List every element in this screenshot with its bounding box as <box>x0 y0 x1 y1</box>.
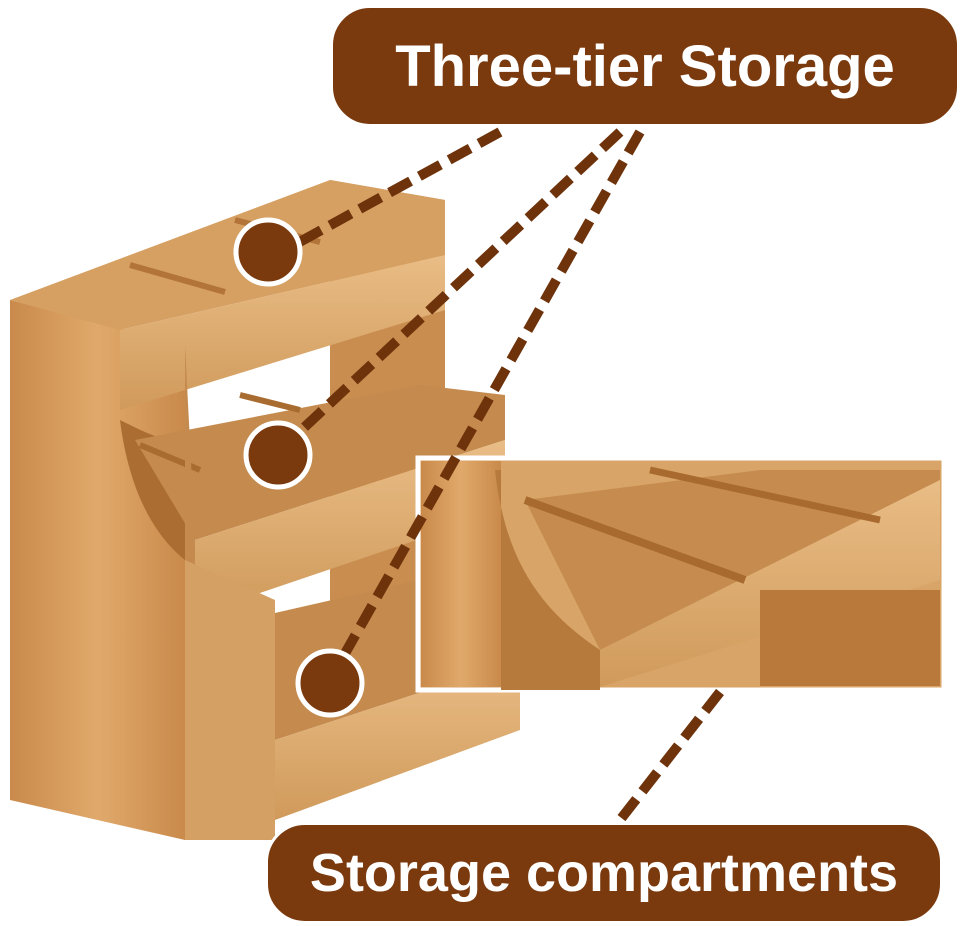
callout-bottom-label: Storage compartments <box>309 843 899 903</box>
callout-three-tier-storage: Three-tier Storage <box>330 5 960 127</box>
bamboo-organizer <box>10 180 520 840</box>
callout-connectors <box>274 127 724 824</box>
middle-tier <box>135 385 505 540</box>
callout-storage-compartments: Storage compartments <box>265 822 943 924</box>
callout-top-label: Three-tier Storage <box>395 33 895 99</box>
zoom-inset <box>415 455 947 693</box>
circle-marker-icon <box>233 217 365 718</box>
